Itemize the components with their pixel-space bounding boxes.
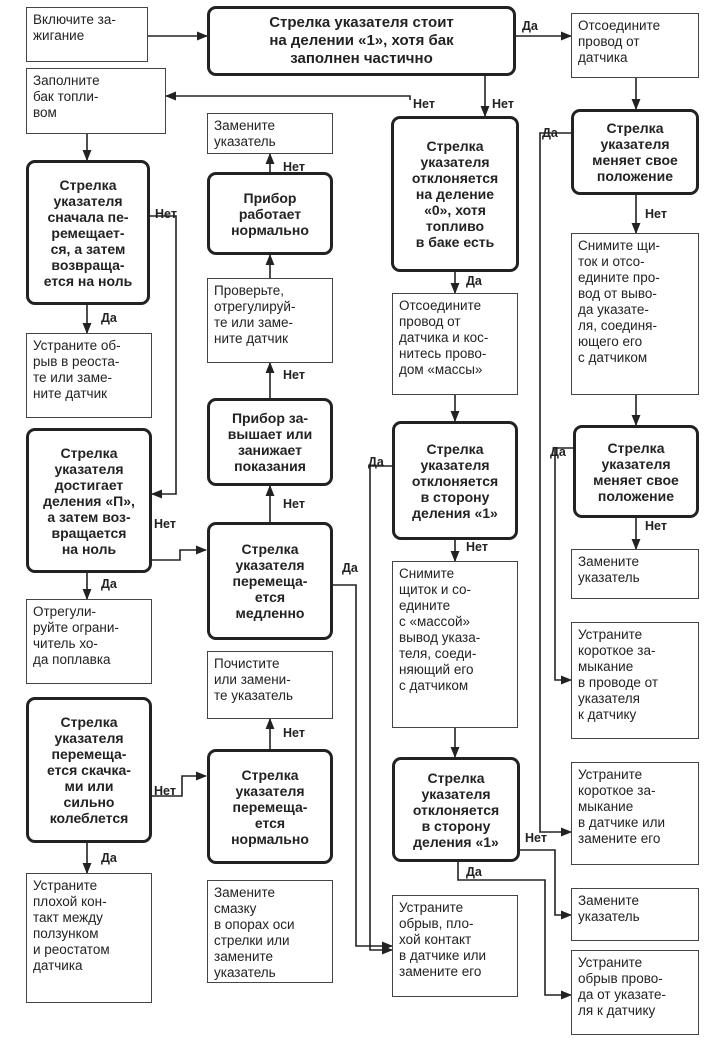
ground-output-box: Снимите щиток и со- едините с «массой» в… bbox=[392, 561, 518, 728]
replace-lubricant-box: Замените смазку в опорах оси стрелки или… bbox=[207, 880, 333, 983]
fix-break-sender-box: Устраните обрыв, пло- хой контакт в датч… bbox=[392, 895, 518, 997]
link-q3-yes bbox=[539, 132, 573, 837]
decision-device-works-normally: Прибор работает нормально bbox=[207, 172, 333, 255]
decision-reading-high-low: Прибор за- вышает или занижает показания bbox=[207, 398, 333, 486]
fix-contact-slider-box: Устраните плохой кон- такт между ползунк… bbox=[26, 873, 152, 1003]
link-q4-no bbox=[150, 215, 177, 499]
adjust-float-limiter-box: Отрегули- руйте ограни- читель хо- да по… bbox=[26, 599, 152, 684]
decision-reaches-full-returns-zero: Стрелка указателя достигает деления «П»,… bbox=[26, 428, 152, 573]
ground-wire-box: Отсоедините провод от датчика и кос- нит… bbox=[392, 293, 518, 395]
fill-tank-box: Заполните бак топли- вом bbox=[26, 68, 166, 134]
decision-needle-at-zero: Стрелка указателя отклоняется на деление… bbox=[391, 116, 519, 272]
label-no-q1-down: Нет bbox=[492, 97, 514, 111]
replace-gauge-box-top: Замените указатель bbox=[207, 113, 333, 154]
label-no-q11: Нет bbox=[154, 784, 176, 798]
remove-shield-box: Снимите щи- ток и отсо- едините про- вод… bbox=[571, 233, 699, 395]
link-q13-no bbox=[520, 849, 573, 920]
decision-needle-at-full-mark: Стрелка указателя стоит на делении «1», … bbox=[207, 6, 516, 76]
label-no-q9: Нет bbox=[645, 519, 667, 533]
label-yes-q8: Да bbox=[368, 455, 384, 469]
link-q13-yes bbox=[457, 862, 573, 1000]
link-q7-no bbox=[150, 545, 208, 561]
label-yes-q9: Да bbox=[550, 445, 566, 459]
label-yes-q10: Да bbox=[342, 561, 358, 575]
link-q1-no-left bbox=[164, 91, 411, 101]
label-yes-q2: Да bbox=[466, 274, 482, 288]
decision-moves-normally: Стрелка указателя перемеща- ется нормаль… bbox=[207, 749, 333, 864]
disconnect-sender-wire-box: Отсоедините провод от датчика bbox=[571, 13, 699, 78]
link-q11-no bbox=[150, 771, 208, 797]
link-q9-yes bbox=[554, 447, 573, 685]
label-yes-q7: Да bbox=[101, 577, 117, 591]
decision-jumps-or-fluctuates: Стрелка указателя перемеща- ется скачка-… bbox=[26, 697, 152, 843]
fix-short-wire-box: Устраните короткое за- мыкание в проводе… bbox=[571, 622, 699, 739]
clean-replace-gauge-box: Почистите или замени- те указатель bbox=[207, 651, 333, 719]
label-no-q1-left: Нет bbox=[413, 97, 435, 111]
link-q8-yes bbox=[369, 465, 394, 955]
label-yes-q3: Да bbox=[542, 126, 558, 140]
label-no-q13: Нет bbox=[525, 831, 547, 845]
label-no-q5: Нет bbox=[283, 160, 305, 174]
fix-short-sender-box: Устраните короткое за- мыкание в датчике… bbox=[571, 762, 699, 865]
label-no-q7: Нет bbox=[154, 517, 176, 531]
label-no-q8: Нет bbox=[466, 540, 488, 554]
label-no-q6: Нет bbox=[283, 368, 305, 382]
label-yes-q4: Да bbox=[101, 311, 117, 325]
label-yes-q13: Да bbox=[466, 865, 482, 879]
decision-moves-slowly: Стрелка указателя перемеща- ется медленн… bbox=[207, 522, 333, 640]
turn-on-ignition-box: Включите за- жигание bbox=[26, 7, 148, 62]
label-no-q3: Нет bbox=[645, 207, 667, 221]
label-yes-q1: Да bbox=[522, 19, 538, 33]
label-no-q10: Нет bbox=[283, 497, 305, 511]
decision-needle-changes-position-1: Стрелка указателя меняет свое положение bbox=[571, 109, 699, 195]
label-no-q12: Нет bbox=[283, 726, 305, 740]
fix-rheostat-box: Устраните об- рыв в реоста- те или заме-… bbox=[26, 333, 152, 418]
replace-gauge-box-mid: Замените указатель bbox=[571, 549, 699, 599]
decision-needle-changes-position-2: Стрелка указателя меняет свое положение bbox=[573, 425, 699, 518]
check-adjust-sender-box: Проверьте, отрегулируй- те или заме- нит… bbox=[207, 278, 333, 363]
link-q10-yes bbox=[333, 584, 394, 951]
replace-gauge-box-bottom: Замените указатель bbox=[571, 888, 699, 941]
decision-deflects-to-one-2: Стрелка указателя отклоняется в сторону … bbox=[392, 757, 520, 862]
decision-deflects-to-one-1: Стрелка указателя отклоняется в сторону … bbox=[392, 421, 518, 540]
label-no-q4: Нет bbox=[155, 207, 177, 221]
decision-needle-moves-then-returns: Стрелка указателя сначала пе- ремещает- … bbox=[26, 160, 150, 305]
fix-wire-break-box: Устраните обрыв прово- да от указате- ля… bbox=[571, 950, 699, 1035]
label-yes-q11: Да bbox=[101, 851, 117, 865]
